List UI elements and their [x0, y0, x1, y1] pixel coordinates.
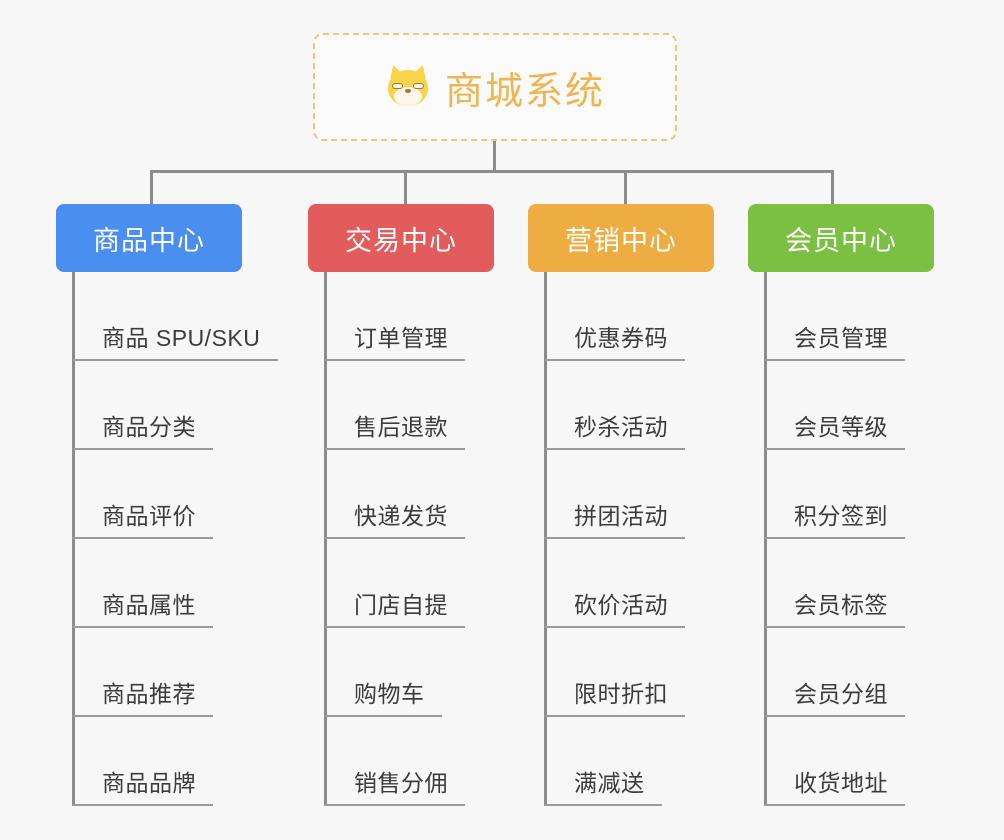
branch-header-4[interactable]: 会员中心 — [748, 204, 934, 272]
leaf-label: 订单管理 — [354, 325, 448, 351]
leaf-label: 售后退款 — [354, 414, 448, 440]
leaf-label: 会员分组 — [794, 681, 888, 707]
leaf-label: 会员管理 — [794, 325, 888, 351]
leaf-label: 商品评价 — [102, 503, 196, 529]
leaf-label: 购物车 — [354, 681, 425, 707]
leaf-label: 收货地址 — [794, 770, 888, 796]
leaf-underline — [72, 715, 213, 717]
leaf-underline — [72, 448, 213, 450]
branch-header-label-4: 会员中心 — [785, 225, 897, 256]
branch-drop-connector-3 — [624, 170, 627, 206]
leaf-label: 商品 SPU/SKU — [102, 325, 261, 351]
leaf-label: 秒杀活动 — [574, 414, 668, 440]
branch-drop-connector-4 — [831, 170, 834, 206]
leaf-underline — [764, 359, 905, 361]
root-node[interactable]: 商城系统 — [313, 33, 677, 141]
leaf-underline — [544, 359, 685, 361]
leaf-underline — [324, 626, 465, 628]
branch-header-3[interactable]: 营销中心 — [528, 204, 714, 272]
leaf-label: 会员等级 — [794, 414, 888, 440]
leaf-underline — [324, 448, 465, 450]
leaf-label: 商品推荐 — [102, 681, 196, 707]
branch-spine-2 — [324, 272, 327, 806]
leaf-underline — [544, 804, 662, 806]
leaf-label: 优惠券码 — [574, 325, 668, 351]
horizontal-bus-connector — [150, 170, 834, 173]
leaf-underline — [764, 804, 905, 806]
root-title: 商城系统 — [444, 70, 605, 113]
branch-header-label-1: 商品中心 — [93, 225, 205, 256]
leaf-label: 限时折扣 — [574, 681, 668, 707]
branch-drop-connector-2 — [404, 170, 407, 206]
leaf-underline — [544, 715, 685, 717]
leaf-label: 积分签到 — [794, 503, 888, 529]
leaf-underline — [324, 804, 465, 806]
leaf-underline — [72, 626, 213, 628]
leaf-underline — [764, 715, 905, 717]
branch-header-label-3: 营销中心 — [565, 225, 677, 256]
leaf-label: 拼团活动 — [574, 503, 668, 529]
branch-header-label-2: 交易中心 — [345, 225, 457, 256]
leaf-label: 会员标签 — [794, 592, 888, 618]
leaf-label: 满减送 — [574, 770, 645, 796]
leaf-underline — [324, 715, 442, 717]
leaf-underline — [72, 537, 213, 539]
leaf-label: 快递发货 — [354, 503, 448, 529]
branch-header-1[interactable]: 商品中心 — [56, 204, 242, 272]
leaf-underline — [324, 359, 465, 361]
leaf-label: 门店自提 — [354, 592, 448, 618]
branch-header-2[interactable]: 交易中心 — [308, 204, 494, 272]
branch-spine-4 — [764, 272, 767, 806]
root-stem-connector — [493, 141, 496, 173]
leaf-label: 商品属性 — [102, 592, 196, 618]
leaf-underline — [72, 359, 278, 361]
leaf-label: 砍价活动 — [574, 592, 668, 618]
leaf-underline — [544, 626, 685, 628]
leaf-underline — [544, 537, 685, 539]
leaf-underline — [764, 448, 905, 450]
leaf-label: 销售分佣 — [354, 770, 448, 796]
leaf-underline — [324, 537, 465, 539]
branch-drop-connector-1 — [150, 170, 153, 206]
leaf-underline — [544, 448, 685, 450]
branch-spine-1 — [72, 272, 75, 806]
shiba-dog-face-icon — [385, 63, 431, 110]
leaf-label: 商品分类 — [102, 414, 196, 440]
leaf-label: 商品品牌 — [102, 770, 196, 796]
branch-spine-3 — [544, 272, 547, 806]
leaf-underline — [764, 537, 905, 539]
leaf-underline — [764, 626, 905, 628]
leaf-underline — [72, 804, 213, 806]
